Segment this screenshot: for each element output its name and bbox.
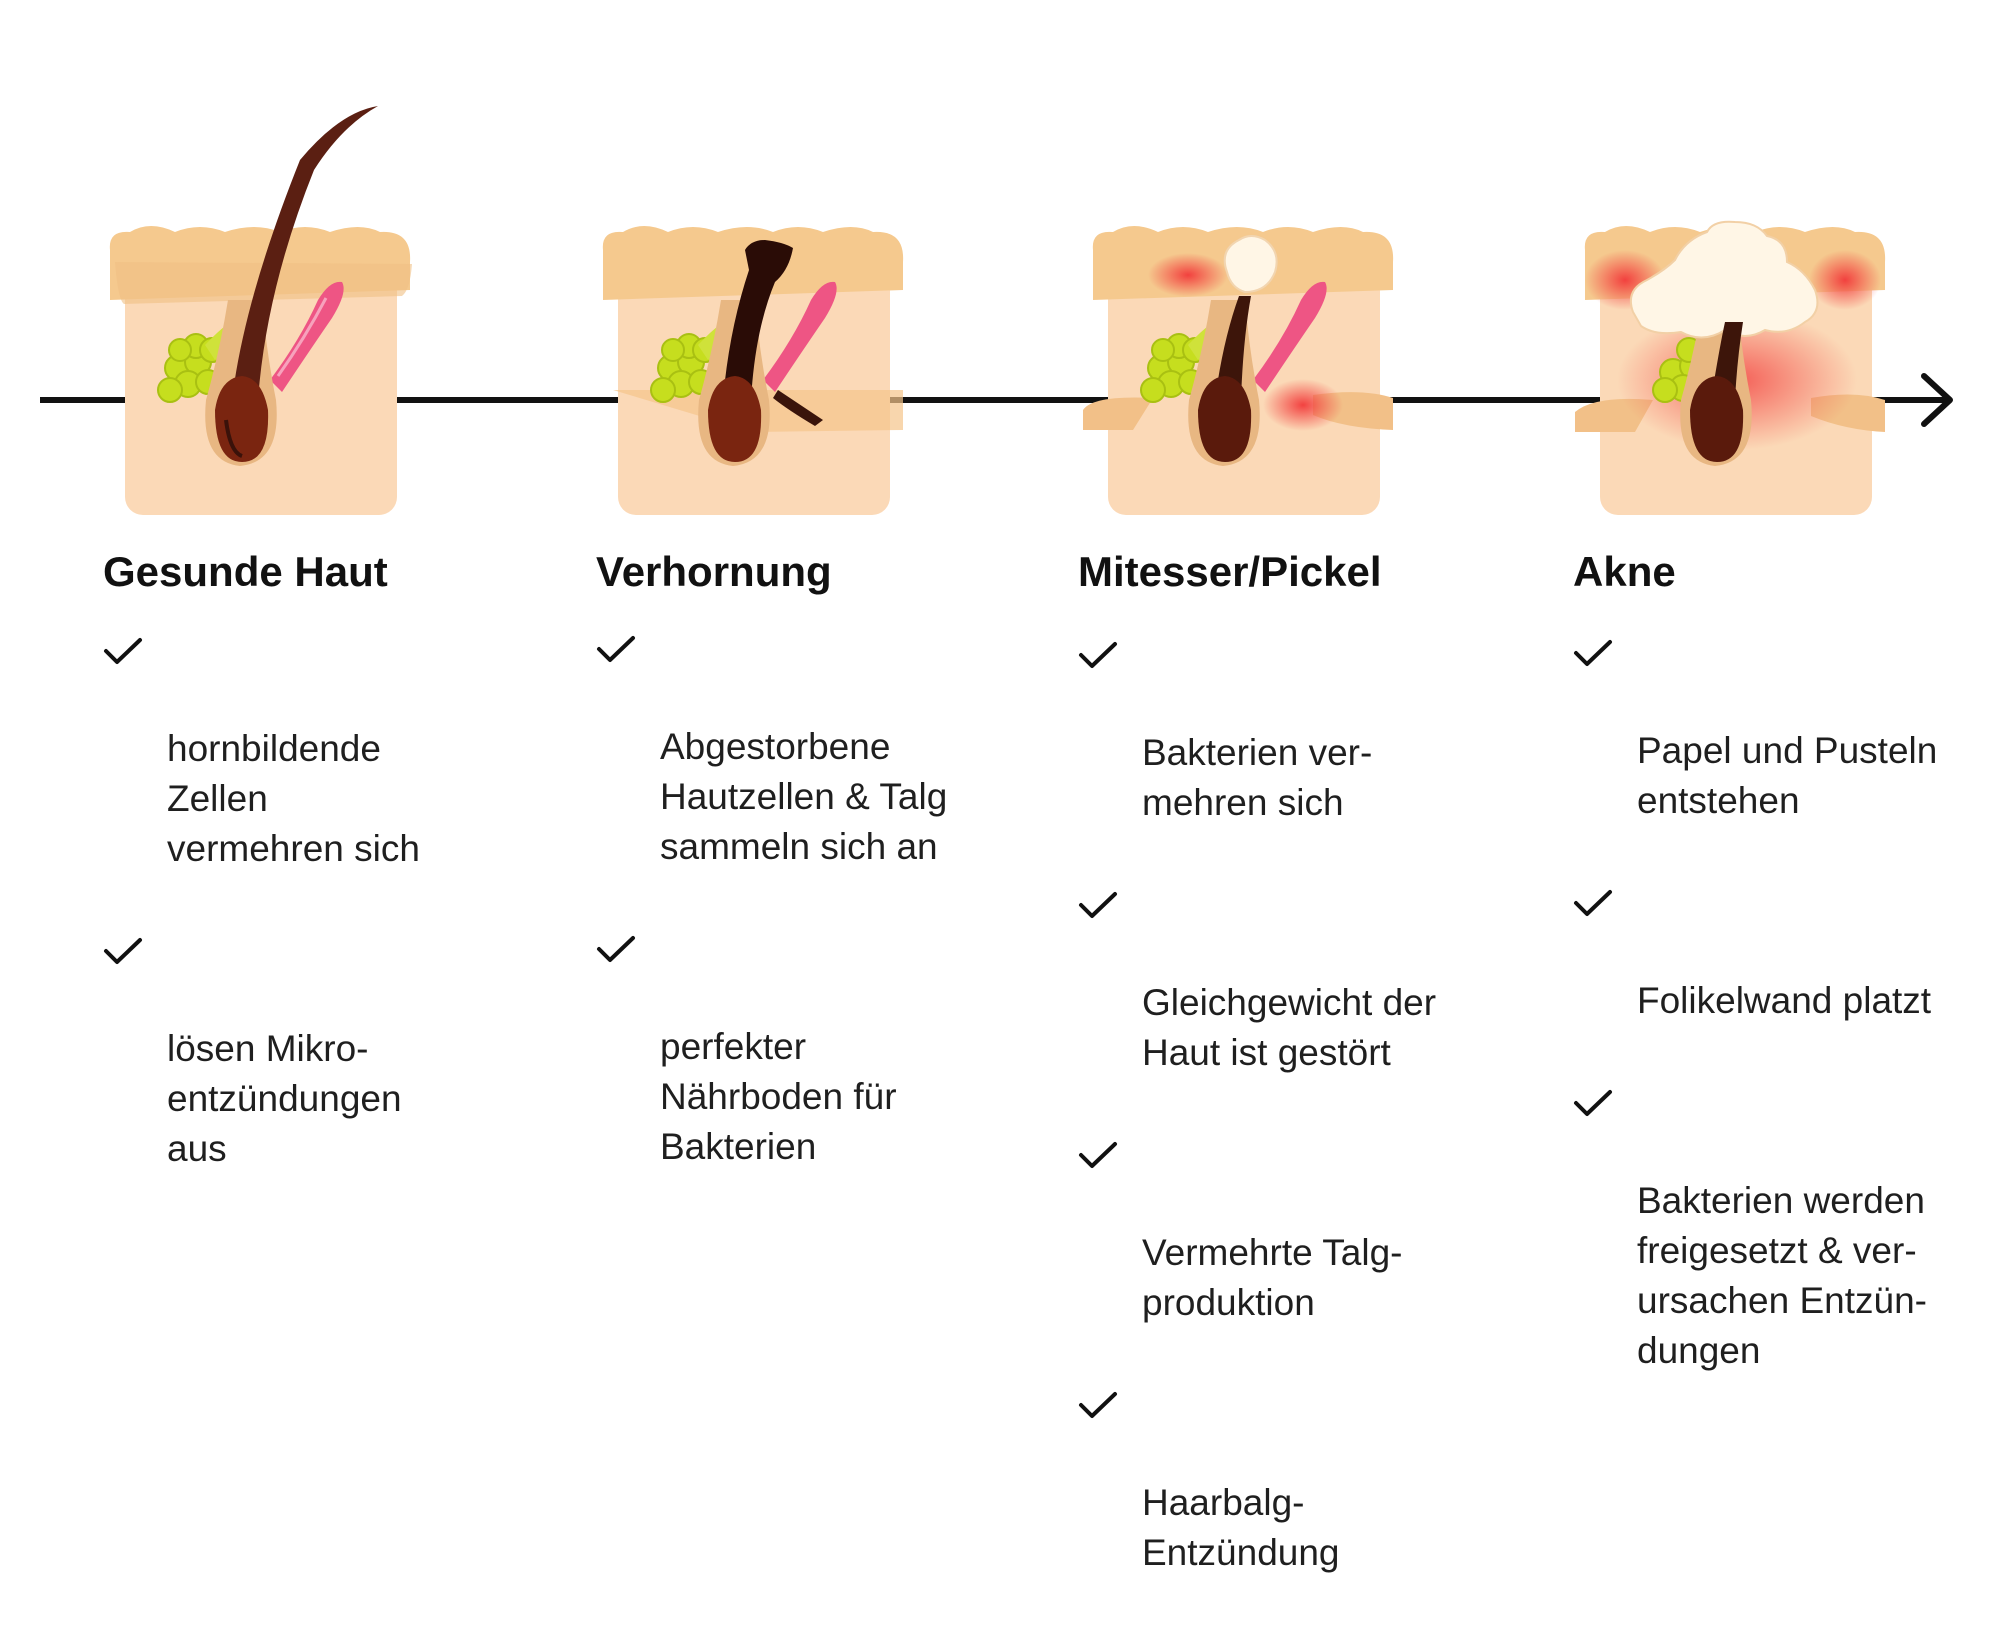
list-item: perfekter Nährboden für Bakterien bbox=[596, 922, 947, 1172]
check-icon bbox=[1079, 642, 1117, 668]
bullet-text: Bakterien ver- mehren sich bbox=[1142, 732, 1373, 823]
list-item: lösen Mikro- entzündungen aus bbox=[103, 924, 420, 1174]
stage-bullet-list: Bakterien ver- mehren sich Gleichgewicht… bbox=[1078, 628, 1436, 1628]
check-icon bbox=[104, 938, 142, 964]
list-item: Papel und Pusteln entstehen bbox=[1573, 626, 1937, 826]
check-icon bbox=[1079, 1392, 1117, 1418]
stage-title: Mitesser/Pickel bbox=[1078, 548, 1382, 595]
bullet-text: perfekter Nährboden für Bakterien bbox=[660, 1026, 897, 1167]
list-item: Bakterien ver- mehren sich bbox=[1078, 628, 1436, 828]
check-icon bbox=[1574, 890, 1612, 916]
skin-section-healthy bbox=[109, 106, 412, 515]
skin-timeline-illustration bbox=[40, 106, 1953, 515]
bullet-text: Abgestorbene Hautzellen & Talg sammeln s… bbox=[660, 726, 948, 867]
bullet-text: Vermehrte Talg- produktion bbox=[1142, 1232, 1403, 1323]
stage-bullet-list: Abgestorbene Hautzellen & Talg sammeln s… bbox=[596, 622, 947, 1222]
check-icon bbox=[1574, 640, 1612, 666]
stage-title: Gesunde Haut bbox=[103, 548, 388, 595]
skin-section-acne bbox=[1575, 220, 1886, 515]
bullet-text: Papel und Pusteln entstehen bbox=[1637, 730, 1938, 821]
list-item: Bakterien werden freigesetzt & ver- ursa… bbox=[1573, 1076, 1937, 1376]
check-icon bbox=[1079, 1142, 1117, 1168]
stage-bullet-list: Papel und Pusteln entstehen Folikelwand … bbox=[1573, 626, 1937, 1426]
check-icon bbox=[1079, 892, 1117, 918]
bullet-text: hornbildende Zellen vermehren sich bbox=[167, 728, 420, 869]
skin-section-blackhead bbox=[1083, 226, 1394, 515]
list-item: Folikelwand platzt bbox=[1573, 876, 1937, 1026]
list-item: Haarbalg- Entzündung bbox=[1078, 1378, 1436, 1578]
stage-title: Verhornung bbox=[596, 548, 832, 595]
bullet-text: Folikelwand platzt bbox=[1637, 980, 1932, 1021]
bullet-text: lösen Mikro- entzündungen aus bbox=[167, 1028, 402, 1169]
skin-section-keratinization bbox=[602, 226, 904, 515]
list-item: Abgestorbene Hautzellen & Talg sammeln s… bbox=[596, 622, 947, 872]
list-item: hornbildende Zellen vermehren sich bbox=[103, 624, 420, 874]
bullet-text: Gleichgewicht der Haut ist gestört bbox=[1142, 982, 1437, 1073]
stage-bullet-list: hornbildende Zellen vermehren sich lösen… bbox=[103, 624, 420, 1224]
bullet-text: Haarbalg- Entzündung bbox=[1142, 1482, 1340, 1573]
timeline-arrowhead-icon bbox=[1921, 373, 1953, 427]
list-item: Vermehrte Talg- produktion bbox=[1078, 1128, 1436, 1328]
check-icon bbox=[1574, 1090, 1612, 1116]
check-icon bbox=[597, 636, 635, 662]
list-item: Gleichgewicht der Haut ist gestört bbox=[1078, 878, 1436, 1078]
check-icon bbox=[104, 638, 142, 664]
stage-title: Akne bbox=[1573, 548, 1676, 595]
check-icon bbox=[597, 936, 635, 962]
bullet-text: Bakterien werden freigesetzt & ver- ursa… bbox=[1637, 1180, 1928, 1371]
